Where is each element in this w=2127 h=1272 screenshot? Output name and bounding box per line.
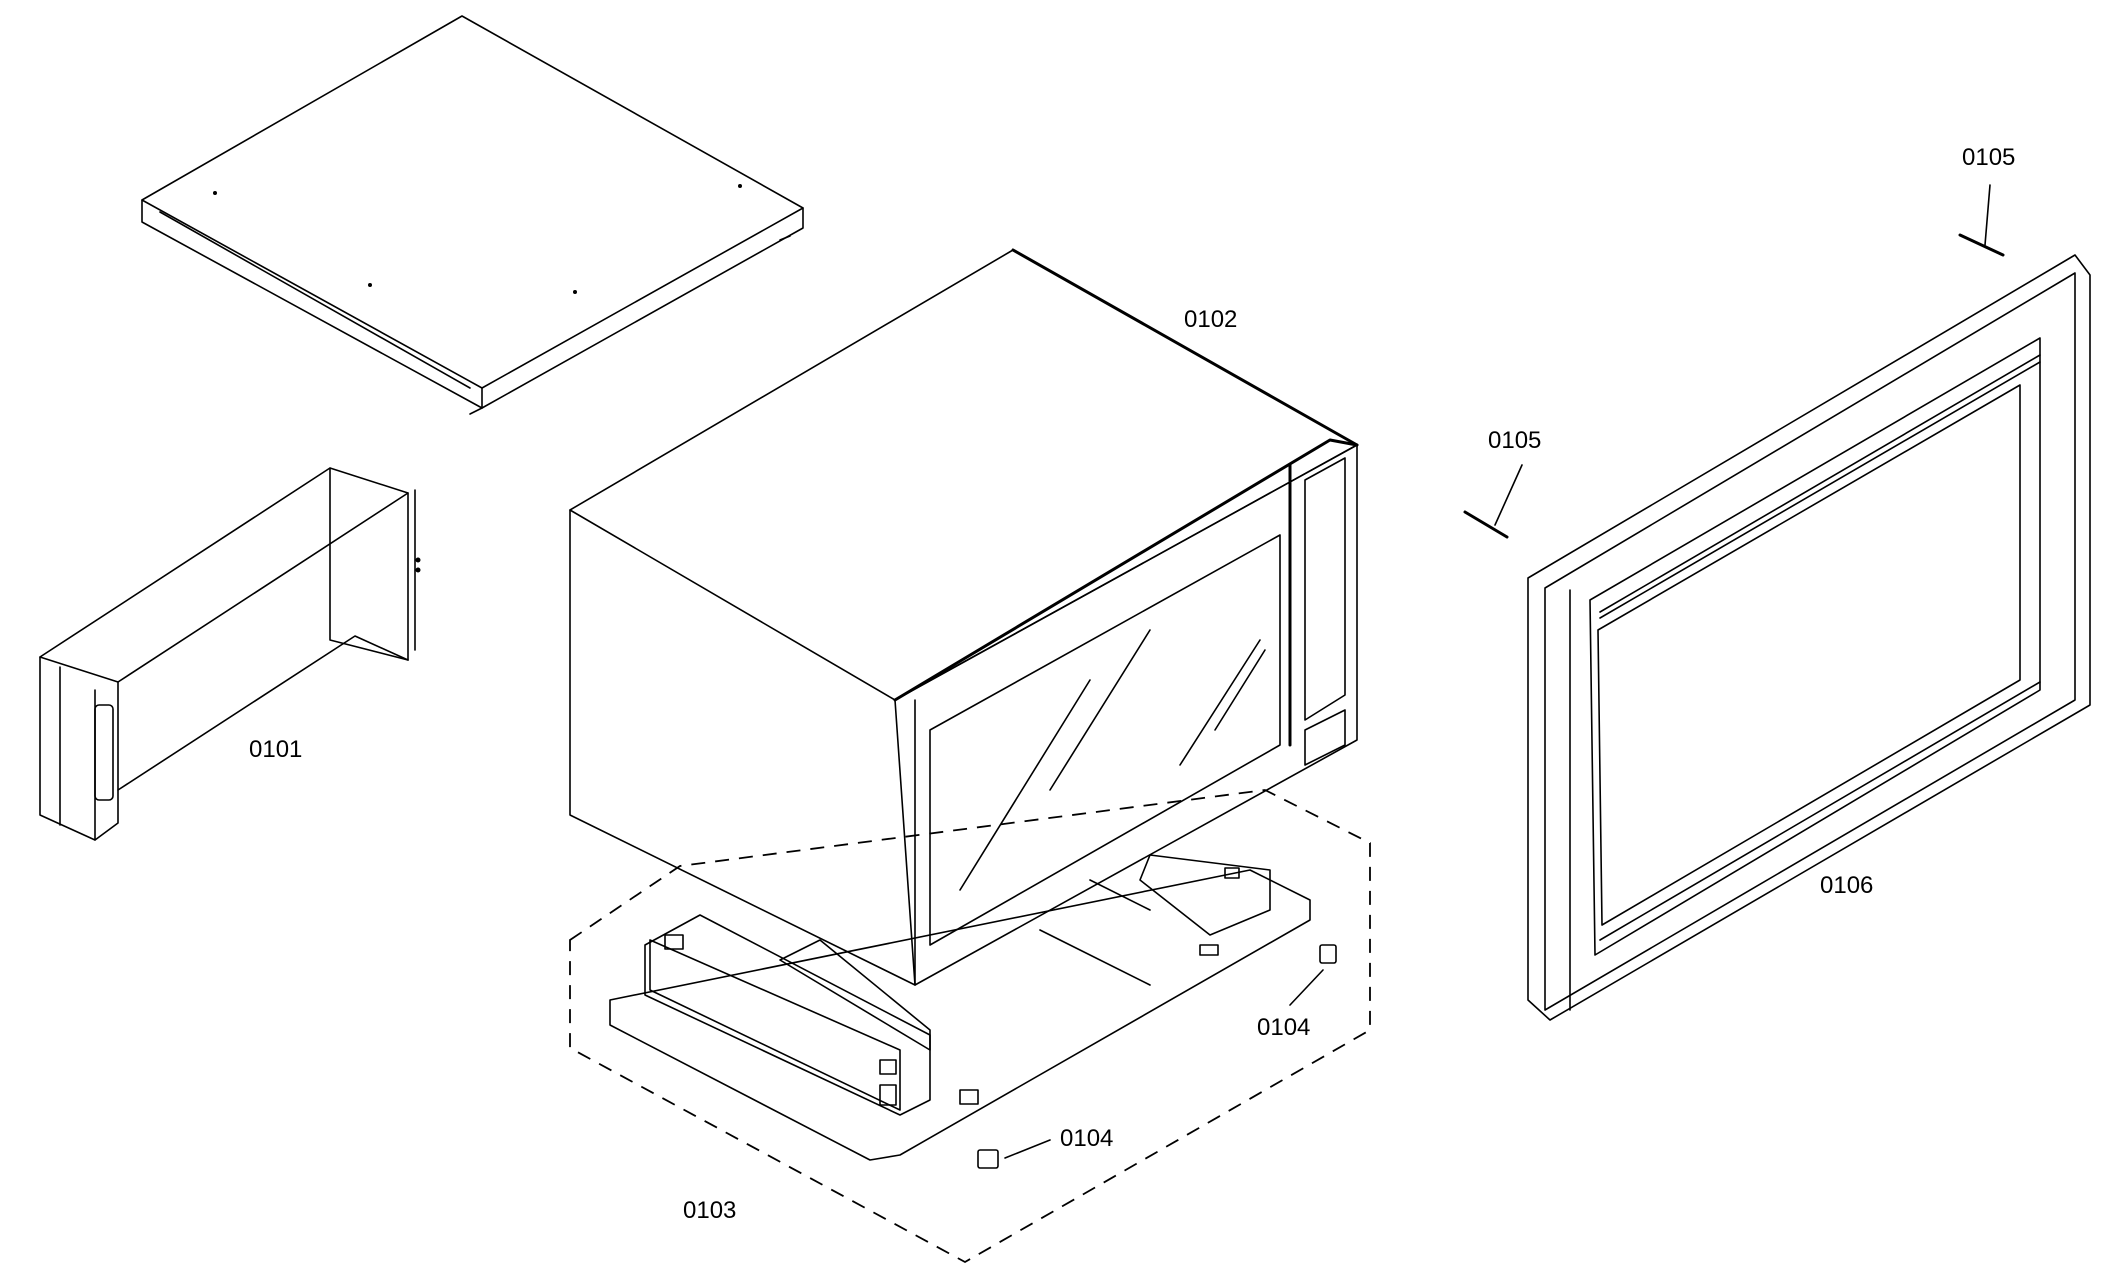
screw-top-part bbox=[1958, 184, 2005, 257]
clip-right-part bbox=[1289, 944, 1337, 1006]
microwave-oven bbox=[569, 248, 1359, 986]
top-cover-plate bbox=[141, 15, 804, 415]
label-microwave: 0102 bbox=[1184, 306, 1237, 333]
label-clip-right: 0104 bbox=[1257, 1014, 1310, 1041]
label-base-assembly: 0103 bbox=[683, 1197, 736, 1224]
label-clip-bottom: 0104 bbox=[1060, 1125, 1113, 1152]
screw-left-part bbox=[1463, 464, 1523, 539]
trim-frame-part bbox=[1527, 254, 2091, 1021]
base-assembly bbox=[569, 789, 1371, 1264]
label-screw-left: 0105 bbox=[1488, 427, 1541, 454]
label-side-bracket: 0101 bbox=[249, 736, 302, 763]
side-bracket-part bbox=[39, 467, 421, 841]
label-screw-top: 0105 bbox=[1962, 144, 2015, 171]
clip-bottom-part bbox=[977, 1139, 1051, 1169]
label-trim-frame: 0106 bbox=[1820, 872, 1873, 899]
